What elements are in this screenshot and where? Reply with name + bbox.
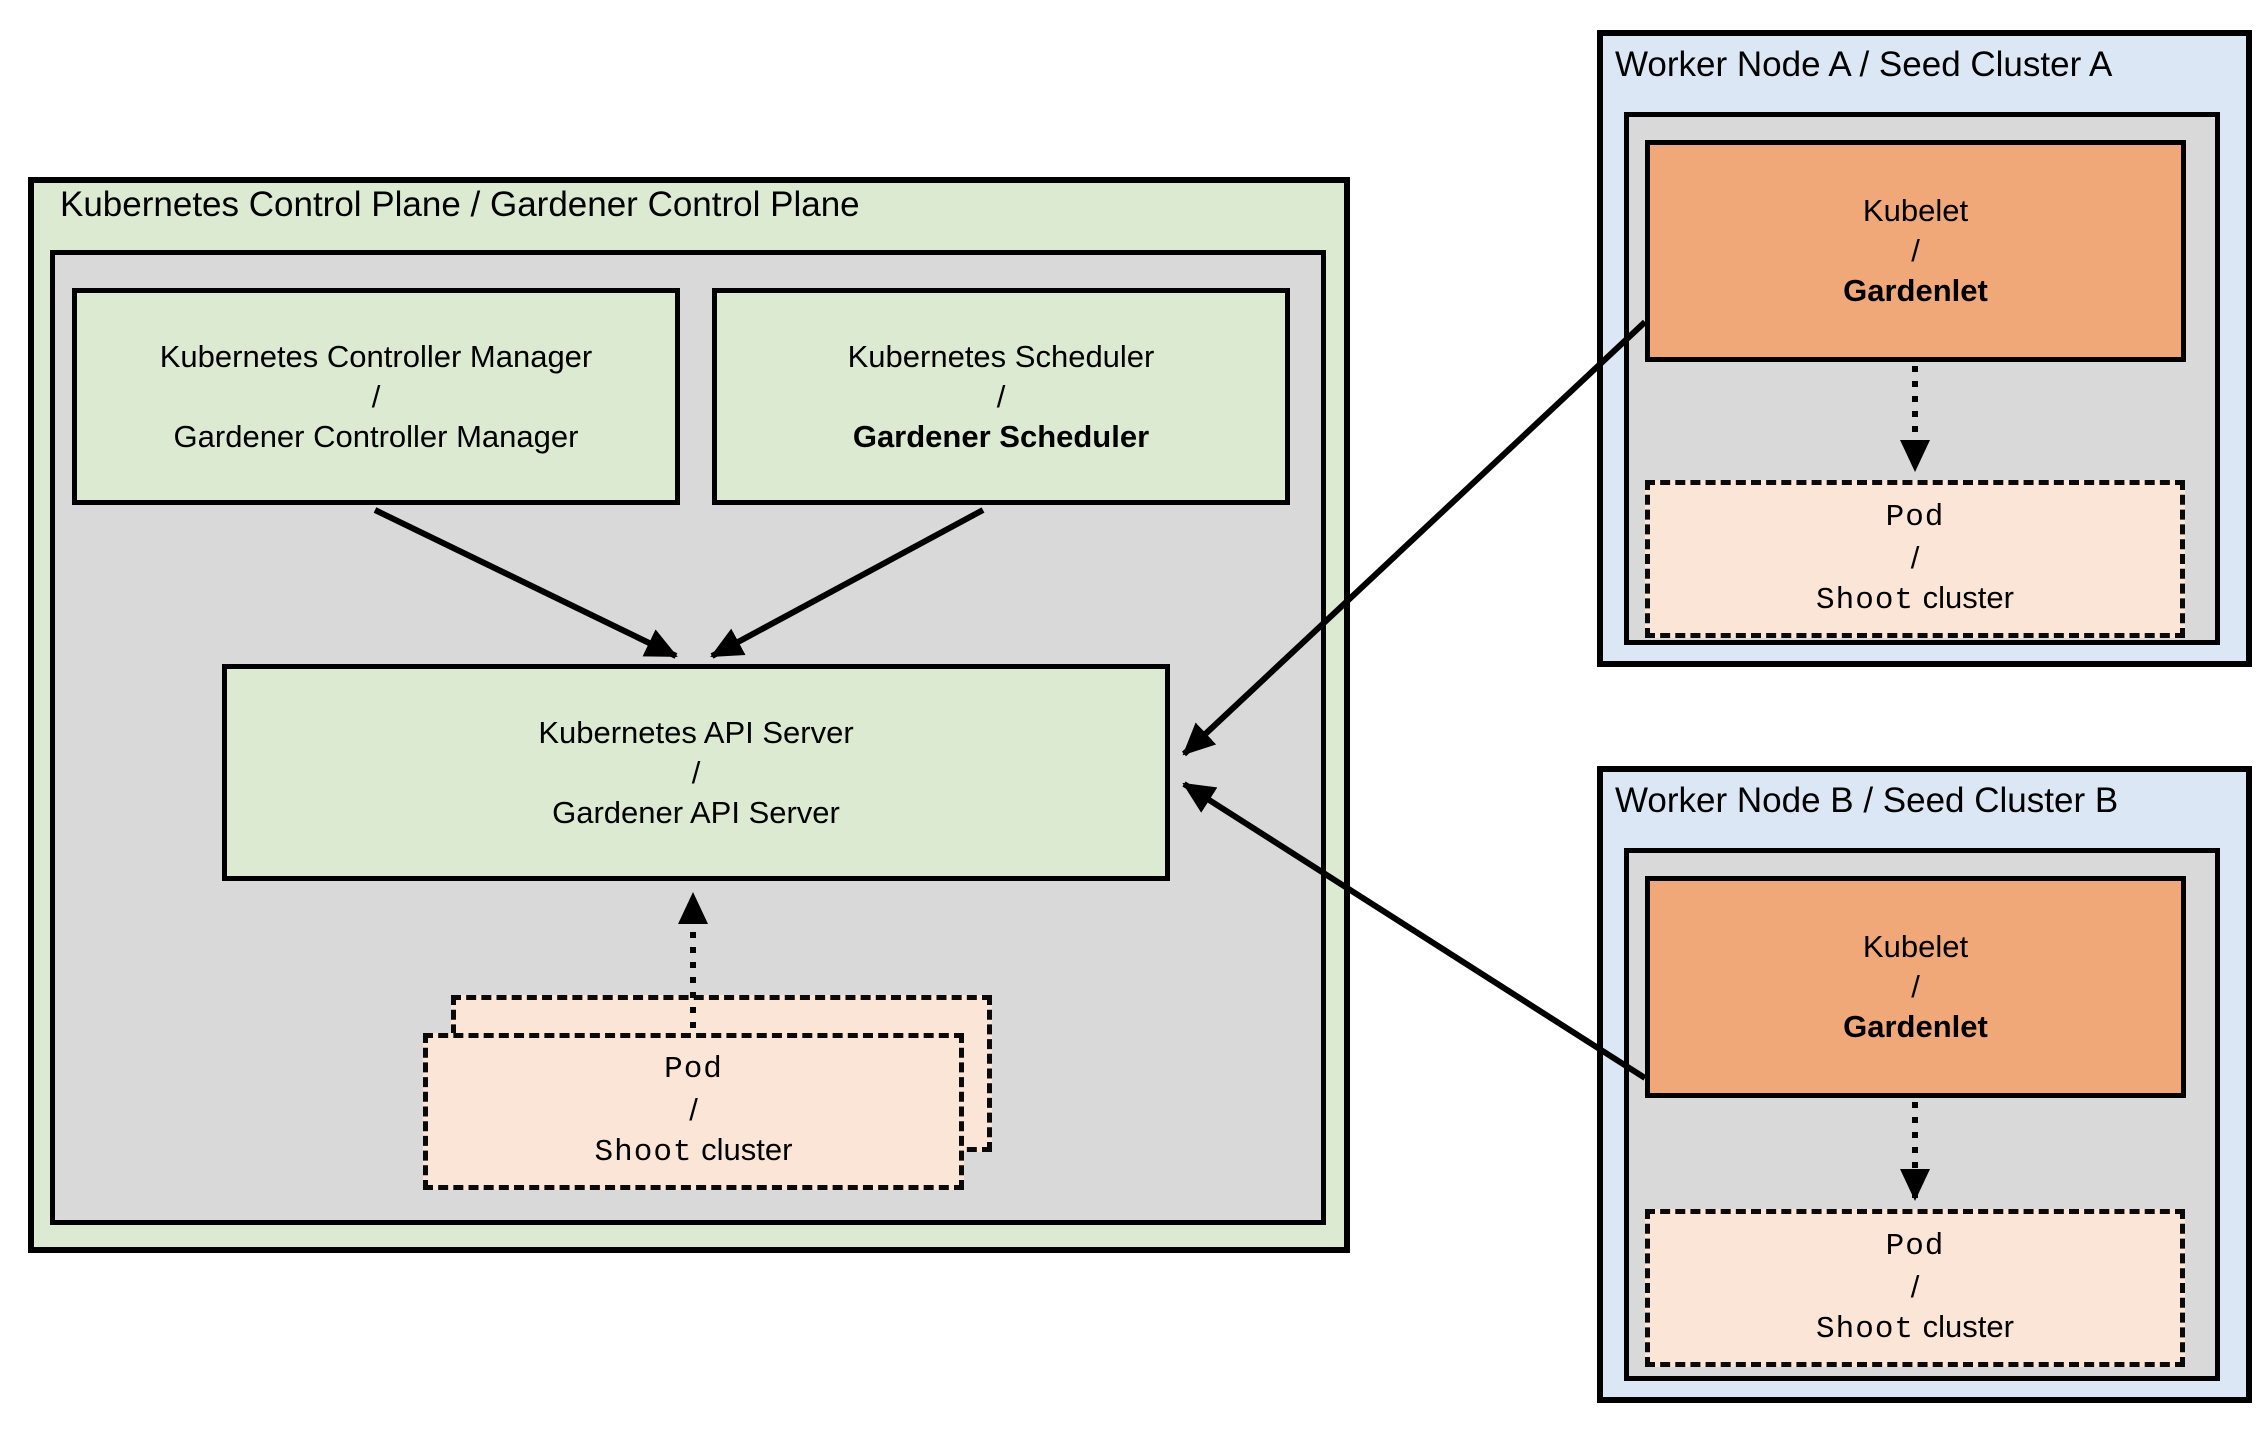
controller-manager-slash: / — [371, 378, 381, 414]
pod-b-line1: Pod — [1885, 1228, 1945, 1264]
kubelet-a-slash: / — [1911, 233, 1920, 268]
pod-a-line1: Pod — [1885, 499, 1945, 535]
pod-line3: Shoot cluster — [595, 1130, 793, 1173]
pod-a-line3: Shoot cluster — [1816, 578, 2014, 621]
kubelet-a-box: Kubelet / Gardenlet — [1645, 140, 2186, 362]
scheduler-slash: / — [996, 378, 1006, 414]
kubelet-b-box: Kubelet / Gardenlet — [1645, 876, 2186, 1098]
kubelet-b-line3: Gardenlet — [1843, 1009, 1988, 1044]
api-server-line1: Kubernetes API Server — [538, 714, 854, 750]
pod-a-line3-shoot: Shoot — [1816, 582, 1915, 618]
pod-shoot-cluster-front-box: Pod / Shoot cluster — [423, 1033, 964, 1190]
control-plane-title: Kubernetes Control Plane / Gardener Cont… — [60, 185, 860, 224]
pod-line3-cluster: cluster — [701, 1132, 793, 1167]
pod-b-line3-shoot: Shoot — [1816, 1311, 1915, 1347]
controller-manager-label: Kubernetes Controller Manager / Gardener… — [77, 293, 675, 500]
kubelet-b-label: Kubelet / Gardenlet — [1650, 881, 2181, 1093]
api-server-line3: Gardener API Server — [552, 794, 840, 830]
kubelet-a-line1: Kubelet — [1862, 193, 1969, 228]
pod-line1: Pod — [664, 1052, 723, 1087]
api-server-slash: / — [691, 754, 701, 790]
api-server-box: Kubernetes API Server / Gardener API Ser… — [222, 664, 1170, 881]
pod-b-slash: / — [1910, 1268, 1920, 1304]
pod-shoot-cluster-a-label: Pod / Shoot cluster — [1650, 485, 2180, 633]
pod-shoot-cluster-b-box: Pod / Shoot cluster — [1645, 1209, 2185, 1367]
pod-shoot-cluster-label: Pod / Shoot cluster — [428, 1038, 959, 1185]
scheduler-line1: Kubernetes Scheduler — [847, 338, 1155, 374]
pod-line3-shoot: Shoot — [594, 1135, 693, 1170]
controller-manager-box: Kubernetes Controller Manager / Gardener… — [72, 288, 680, 505]
pod-b-line3: Shoot cluster — [1816, 1307, 2014, 1350]
kubelet-b-slash: / — [1911, 969, 1920, 1004]
api-server-label: Kubernetes API Server / Gardener API Ser… — [227, 669, 1165, 876]
scheduler-label: Kubernetes Scheduler / Gardener Schedule… — [717, 293, 1285, 500]
scheduler-box: Kubernetes Scheduler / Gardener Schedule… — [712, 288, 1290, 505]
worker-node-a-title: Worker Node A / Seed Cluster A — [1615, 45, 2113, 84]
pod-a-line3-cluster: cluster — [1922, 579, 2014, 615]
kubelet-a-label: Kubelet / Gardenlet — [1650, 145, 2181, 357]
controller-manager-line1: Kubernetes Controller Manager — [159, 338, 593, 374]
pod-shoot-cluster-b-label: Pod / Shoot cluster — [1650, 1214, 2180, 1362]
pod-shoot-cluster-a-box: Pod / Shoot cluster — [1645, 480, 2185, 638]
pod-a-slash: / — [1910, 539, 1920, 575]
pod-slash: / — [689, 1092, 698, 1127]
kubelet-a-line3: Gardenlet — [1843, 273, 1988, 308]
scheduler-line3: Gardener Scheduler — [852, 418, 1150, 454]
pod-b-line3-cluster: cluster — [1922, 1308, 2014, 1344]
worker-node-b-title: Worker Node B / Seed Cluster B — [1615, 781, 2119, 820]
controller-manager-line3: Gardener Controller Manager — [173, 418, 579, 454]
kubelet-b-line1: Kubelet — [1862, 929, 1969, 964]
